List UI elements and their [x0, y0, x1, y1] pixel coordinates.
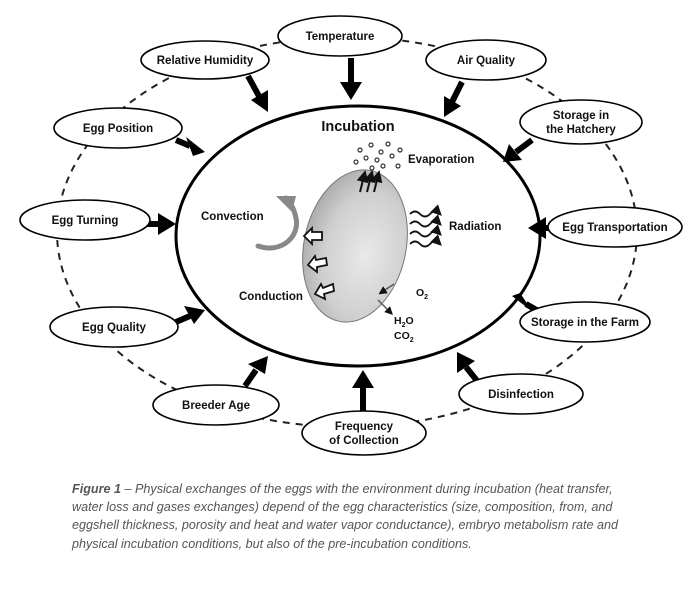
influence-arrows — [130, 58, 560, 416]
svg-text:Storage in: Storage in — [553, 110, 609, 122]
incubation-title: Incubation — [321, 119, 394, 135]
svg-text:Egg Position: Egg Position — [83, 123, 153, 135]
factor-frequency-of-collection: Frequency of Collection — [301, 410, 427, 456]
svg-text:Storage in the Farm: Storage in the Farm — [531, 317, 639, 329]
factor-breeder-age: Breeder Age — [152, 384, 280, 426]
svg-text:Temperature: Temperature — [306, 31, 375, 43]
arrow-egg-position — [174, 137, 192, 149]
factor-storage-hatchery: Storage in the Hatchery — [519, 99, 643, 145]
conduction-label: Conduction — [239, 291, 303, 303]
factor-egg-position: Egg Position — [53, 107, 183, 149]
svg-text:Relative Humidity: Relative Humidity — [157, 55, 254, 67]
arrow-air-quality — [449, 80, 465, 104]
figure-label: Figure 1 — [72, 482, 121, 496]
arrow-storage-hatchery — [514, 137, 534, 155]
conduction-arrows — [302, 225, 336, 301]
factor-relative-humidity: Relative Humidity — [140, 40, 270, 80]
radiation-arrows — [409, 204, 442, 248]
o2-label: O2 — [416, 287, 428, 301]
gas-exchange-arrows — [377, 283, 395, 315]
factor-egg-transportation: Egg Transportation — [547, 206, 683, 248]
factor-egg-quality: Egg Quality — [49, 306, 179, 348]
svg-text:of Collection: of Collection — [329, 435, 399, 447]
factor-storage-farm: Storage in the Farm — [519, 301, 651, 343]
h2o-label: H2O — [394, 315, 414, 329]
svg-text:Frequency: Frequency — [335, 421, 394, 433]
arrow-egg-quality — [174, 313, 192, 325]
svg-text:Air Quality: Air Quality — [457, 55, 516, 67]
incubation-diagram: Incubation Evaporation Convection Radiat… — [19, 15, 683, 456]
factor-air-quality: Air Quality — [425, 39, 547, 81]
svg-text:the Hatchery: the Hatchery — [546, 124, 616, 136]
figure-caption: Figure 1 – Physical exchanges of the egg… — [72, 480, 632, 553]
factor-disinfection: Disinfection — [458, 373, 584, 415]
arrow-relative-humidity — [245, 74, 263, 100]
svg-text:Egg Transportation: Egg Transportation — [562, 222, 667, 234]
evaporation-dots — [353, 141, 403, 171]
co2-label: CO2 — [394, 330, 414, 344]
arrow-breeder-age — [242, 368, 259, 388]
convection-label: Convection — [201, 211, 264, 223]
svg-text:Egg Quality: Egg Quality — [82, 322, 147, 334]
factor-temperature: Temperature — [277, 15, 403, 57]
svg-text:Breeder Age: Breeder Age — [182, 400, 250, 412]
radiation-label: Radiation — [449, 221, 501, 233]
evaporation-arrows — [356, 170, 383, 193]
caption-text: – Physical exchanges of the eggs with th… — [72, 482, 619, 551]
svg-text:Disinfection: Disinfection — [488, 389, 554, 401]
svg-text:Egg Turning: Egg Turning — [52, 215, 119, 227]
factor-egg-turning: Egg Turning — [19, 199, 151, 241]
evaporation-label: Evaporation — [408, 154, 474, 166]
